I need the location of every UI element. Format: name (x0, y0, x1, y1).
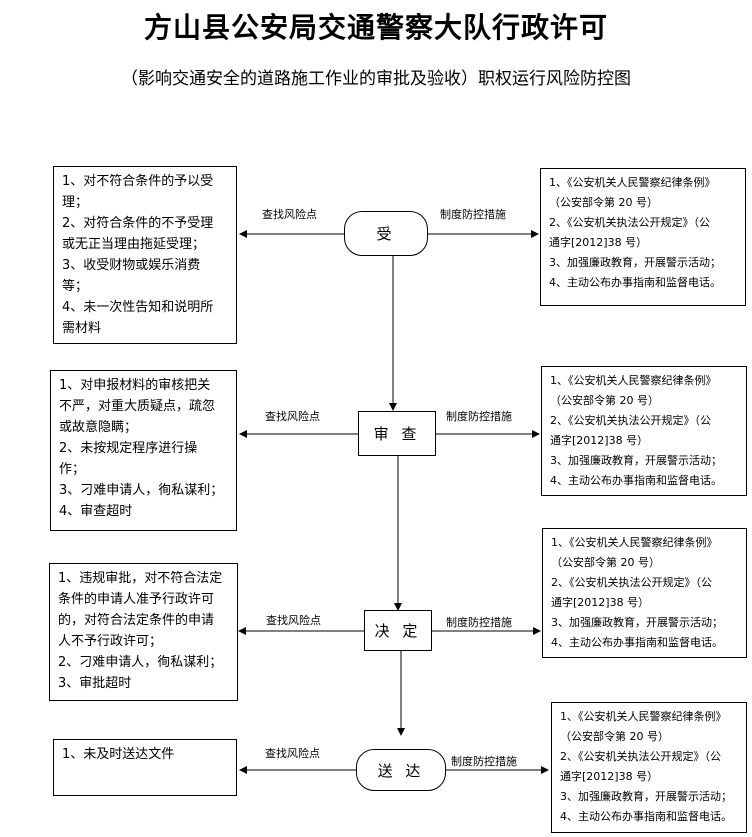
step-node-2: 审 查 (358, 411, 436, 456)
control-label-1: 制度防控措施 (440, 208, 506, 221)
control-label-4: 制度防控措施 (451, 755, 517, 768)
risk-box-4: 1、未及时送达文件 (53, 739, 237, 796)
risk-label-2: 查找风险点 (265, 410, 320, 423)
page-subtitle: （影响交通安全的道路施工作业的审批及验收）职权运行风险防控图 (121, 69, 631, 89)
risk-box-1: 1、对不符合条件的予以受 理； 2、对符合条件的不予受理 或无正当理由拖延受理；… (53, 166, 237, 344)
control-box-2: 1、《公安机关人民警察纪律条例》 （公安部令第 20 号） 2、《公安机关执法公… (541, 366, 747, 496)
risk-label-1: 查找风险点 (262, 208, 317, 221)
control-label-2: 制度防控措施 (446, 410, 512, 423)
step-node-4: 送 达 (356, 749, 446, 791)
control-box-4: 1、《公安机关人民警察纪律条例》 （公安部令第 20 号） 2、《公安机关执法公… (551, 702, 747, 833)
risk-box-2: 1、对申报材料的审核把关 不严，对重大质疑点，疏忽 或故意隐瞒； 2、未按规定程… (50, 370, 237, 531)
control-box-1: 1、《公安机关人民警察纪律条例》 （公安部令第 20 号） 2、《公安机关执法公… (540, 168, 746, 306)
control-box-3: 1、《公安机关人民警察纪律条例》 （公安部令第 20 号） 2、《公安机关执法公… (542, 528, 747, 658)
step-node-3: 决 定 (364, 610, 432, 651)
risk-label-3: 查找风险点 (266, 614, 321, 627)
control-label-3: 制度防控措施 (446, 616, 512, 629)
step-node-1: 受 (344, 211, 428, 256)
risk-label-4: 查找风险点 (265, 747, 320, 760)
page-title: 方山县公安局交通警察大队行政许可 (143, 11, 608, 44)
risk-box-3: 1、违规审批，对不符合法定 条件的申请人准予行政许可 的，对符合法定条件的申请 … (49, 563, 238, 701)
